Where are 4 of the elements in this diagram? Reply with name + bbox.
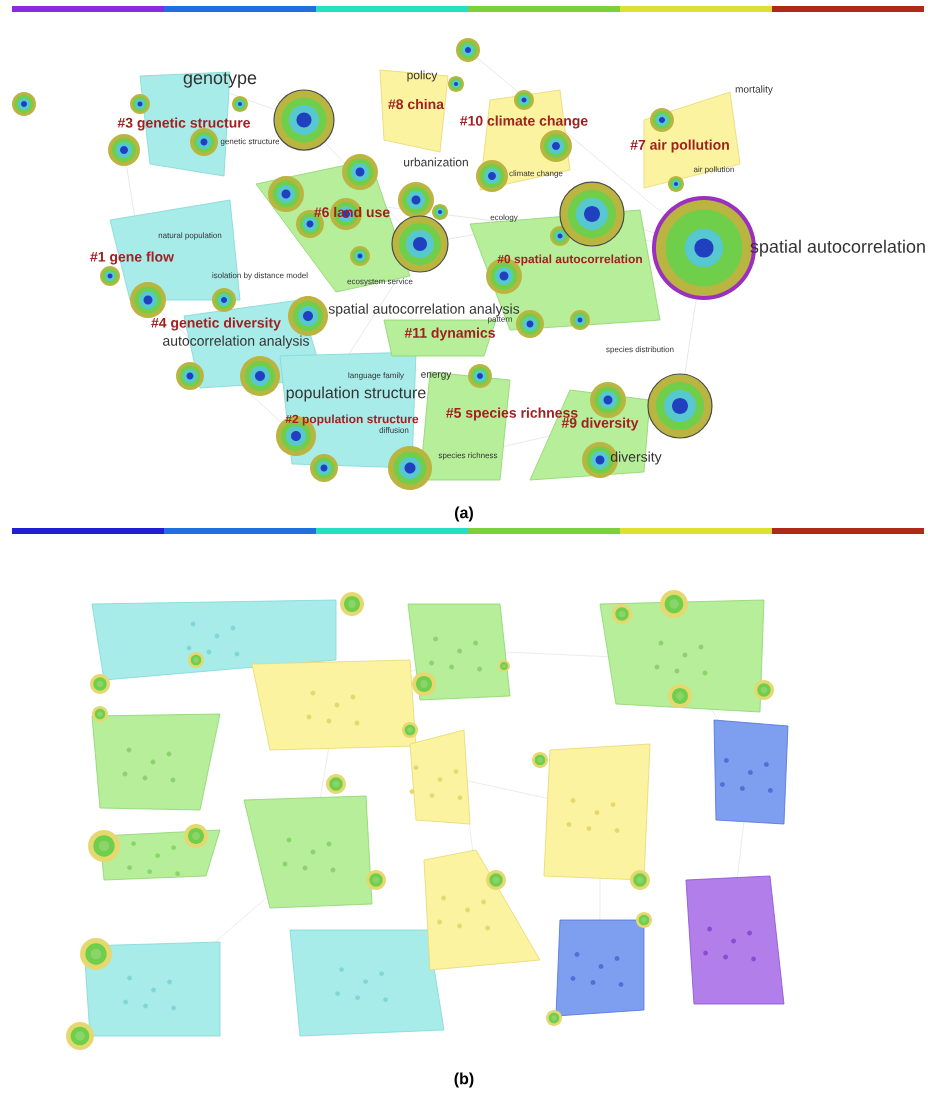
term-label: genotype	[183, 72, 257, 88]
term-label: population structure	[286, 386, 426, 402]
panel-label: (b)	[454, 1072, 474, 1088]
panel-label: (a)	[455, 506, 473, 522]
